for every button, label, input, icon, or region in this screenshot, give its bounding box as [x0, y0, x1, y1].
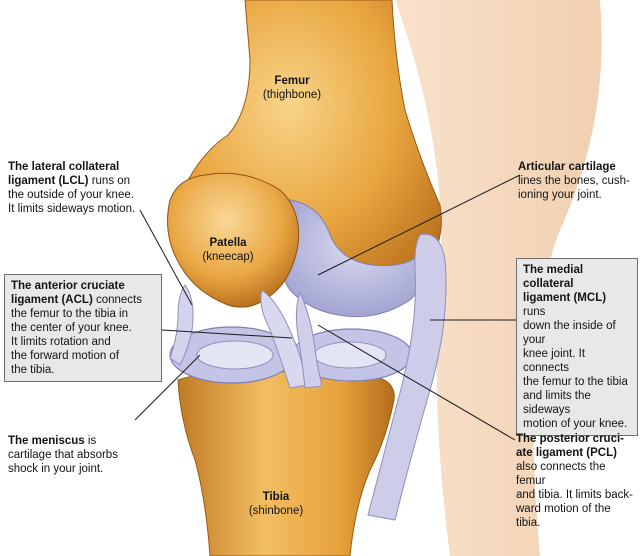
acl-callout: The anterior cruciate ligament (ACL) con… — [4, 274, 162, 382]
acl-ligament-shape — [260, 289, 309, 389]
articular-line-3: ioning your joint. — [518, 189, 602, 201]
mcl-line-6: and limits the sideways — [523, 390, 591, 416]
meniscus-line-2: cartilage that absorbs — [8, 449, 118, 461]
meniscus-lateral-inner — [196, 340, 274, 370]
lcl-callout: The lateral collateral ligament (LCL) ru… — [8, 160, 158, 216]
pcl-line-3: also connects the femur — [516, 461, 606, 487]
pcl-line-4: and tibia. It limits back- — [516, 489, 633, 501]
pcl-line-1: The posterior cruci- — [516, 433, 624, 445]
articular-callout: Articular cartilage lines the bones, cus… — [518, 160, 636, 202]
mcl-line-4: knee joint. It connects — [523, 348, 586, 374]
leader-meniscus — [134, 354, 201, 421]
lcl-line-2: ligament (LCL) runs on — [8, 175, 131, 187]
mcl-line-3: down the inside of your — [523, 320, 616, 346]
meniscus-line-3: shock in your joint. — [8, 463, 104, 475]
meniscus-line-1: The meniscus is — [8, 435, 97, 447]
femur-name: Femur — [274, 75, 310, 87]
skin-shading — [395, 0, 602, 556]
acl-line-3: the femur to the tibia in — [11, 308, 128, 320]
tibia-name: Tibia — [262, 491, 290, 503]
acl-line-6: the forward motion of — [11, 350, 120, 362]
acl-line-5: It limits rotation and — [11, 336, 111, 348]
femur-common-name: (thighbone) — [262, 89, 322, 101]
tibia-label: Tibia (shinbone) — [244, 490, 308, 518]
leader-acl — [161, 329, 293, 339]
meniscus-callout: The meniscus is cartilage that absorbs s… — [8, 434, 158, 476]
leader-pcl — [317, 324, 516, 441]
pcl-line-2: ate ligament (PCL) — [516, 447, 617, 459]
articular-line-1: Articular cartilage — [518, 161, 616, 173]
mcl-line-1: The medial collateral — [523, 264, 584, 290]
leader-articular — [317, 174, 521, 276]
mcl-line-7: motion of your knee. — [523, 418, 628, 430]
acl-line-2: ligament (ACL) connects — [11, 294, 143, 306]
mcl-line-2: ligament (MCL) runs — [523, 292, 607, 318]
femur-label: Femur (thighbone) — [262, 74, 322, 102]
leader-lcl — [139, 209, 193, 306]
acl-line-1: The anterior cruciate — [11, 280, 125, 292]
patella-name: Patella — [209, 237, 247, 249]
pcl-ligament-shape — [295, 290, 323, 389]
articular-line-2: lines the bones, cush- — [518, 175, 630, 187]
lcl-line-1: The lateral collateral — [8, 161, 120, 173]
mcl-callout: The medial collateral ligament (MCL) run… — [516, 258, 638, 436]
mcl-line-5: the femur to the tibia — [523, 376, 628, 388]
tibia-bone — [177, 371, 395, 556]
lcl-ligament-shape — [169, 284, 194, 366]
patella-bone — [167, 172, 300, 308]
acl-line-7: the tibia. — [11, 364, 55, 376]
patella-common-name: (kneecap) — [202, 251, 254, 263]
meniscus-medial-inner — [313, 341, 387, 369]
pcl-line-5: ward motion of the tibia. — [516, 503, 611, 529]
leader-lines — [134, 174, 521, 441]
acl-line-4: the center of your knee. — [11, 322, 132, 334]
lcl-line-4: It limits sideways motion. — [8, 203, 136, 215]
pcl-callout: The posterior cruci- ate ligament (PCL) … — [516, 432, 638, 530]
tibia-common-name: (shinbone) — [248, 505, 304, 517]
patella-label: Patella (kneecap) — [196, 236, 260, 264]
lcl-line-3: the outside of your knee. — [8, 189, 134, 201]
